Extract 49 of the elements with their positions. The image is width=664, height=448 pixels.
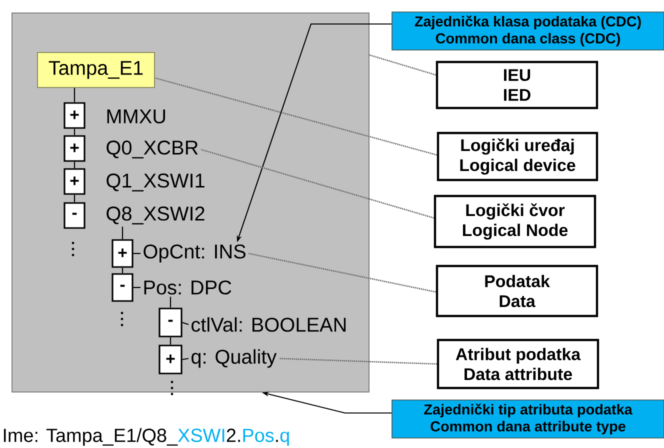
label: Pos (243, 428, 274, 442)
leader-line (278, 358, 437, 365)
tree-line (74, 162, 76, 168)
callout-box: Zajednički tip atributa podatka Common dana attribute type (392, 400, 664, 438)
tree-item-label: OpCnt: INS (144, 244, 246, 263)
label-box: Logički čvor Logical Node (434, 194, 596, 248)
tree-item-label: MMXU (107, 110, 166, 124)
tree-line (182, 358, 189, 360)
tree-panel (12, 12, 370, 392)
name-path-text: Ime: Tampa_E1/Q8_XSWI2. Pos.q (4, 428, 289, 446)
tree-line (182, 322, 189, 326)
tree-line (74, 88, 76, 102)
label: q (280, 432, 289, 446)
tree-item-label: Q8_XSWI2 (106, 206, 204, 224)
label: Ime: Tampa_E1/Q8_ (4, 428, 178, 446)
tree-line (74, 128, 76, 136)
leader-line (200, 148, 434, 219)
leader-line (369, 54, 436, 76)
tree-item-label: q: Quality (192, 349, 277, 368)
root-node-box: Tampa_E1 (37, 52, 155, 88)
tree-line (170, 337, 172, 345)
toggle-box: + (64, 102, 86, 129)
tree-line (133, 286, 140, 288)
leader-line (248, 252, 436, 293)
leader-line (154, 77, 438, 156)
label-box: Podatak Data (436, 264, 598, 318)
tree-line (122, 268, 124, 274)
toggle-box: - (64, 202, 86, 229)
tree-line (170, 296, 172, 308)
tree-item-label: ctlVal: BOOLEAN (192, 317, 346, 332)
toggle-box: + (64, 168, 86, 195)
tree-item-label: Q0_XCBR (106, 140, 198, 158)
tree-item-label: Q1_XSWI1 (106, 174, 204, 192)
toggle-box: + (112, 239, 134, 268)
label-box: Atribut podatka Data attribute (436, 338, 600, 390)
toggle-box: + (64, 135, 86, 162)
label: . (276, 440, 278, 442)
label-box: IEU IED (436, 60, 598, 110)
label: XSWI (178, 428, 224, 442)
label: 2. (226, 428, 240, 442)
tree-line (122, 226, 124, 240)
tree-line (133, 252, 140, 254)
tree-item-label: Pos: DPC (144, 280, 232, 295)
callout-box: Zajednička klasa podataka (CDC) Common dana class (CDC) (392, 12, 664, 50)
tree-line (74, 194, 76, 202)
toggle-box: - (112, 273, 134, 302)
label-box: Logički uređaj Logical device (436, 132, 598, 182)
toggle-box: + (158, 344, 182, 374)
toggle-box: - (158, 308, 182, 338)
